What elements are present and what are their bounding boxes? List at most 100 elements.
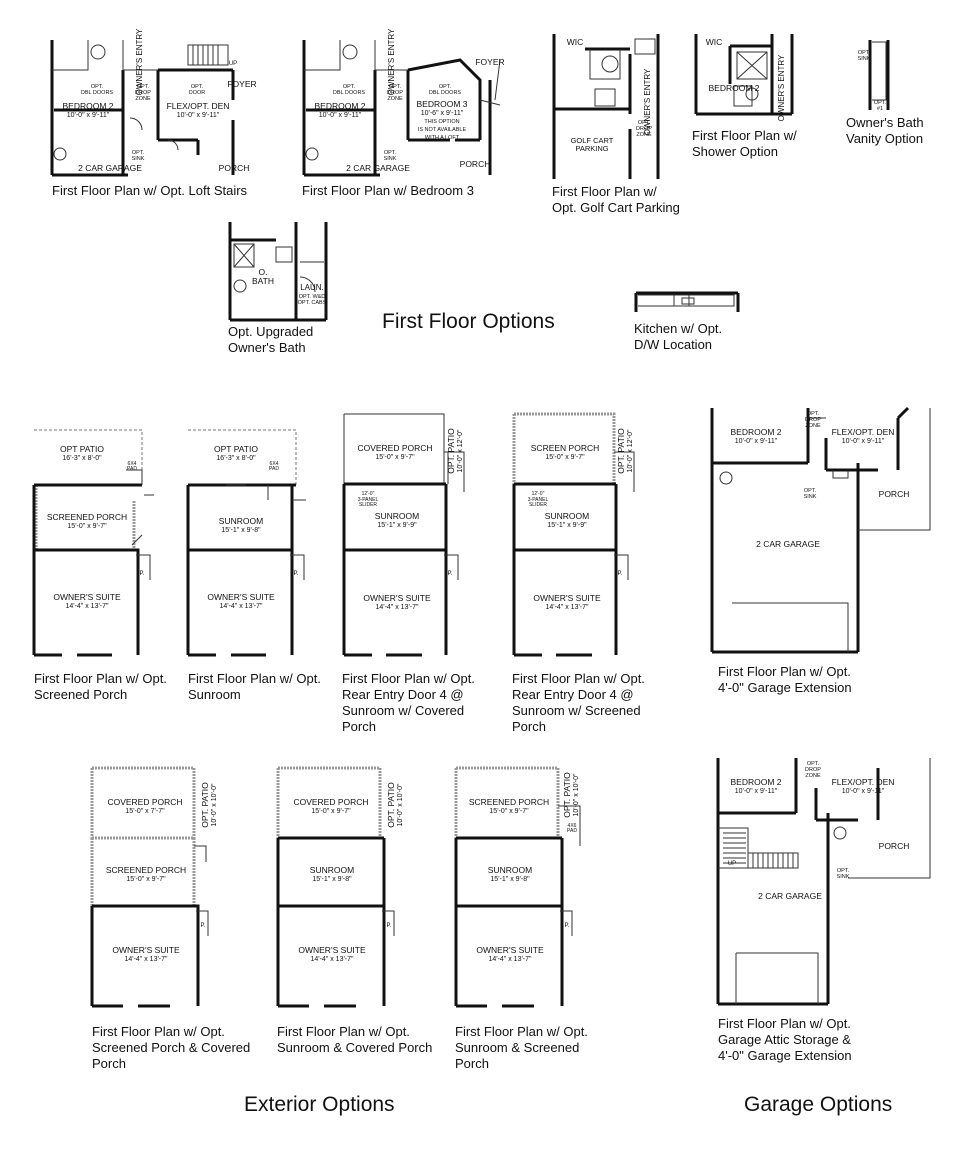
caption-garage-attic: First Floor Plan w/ Opt.Garage Attic Sto… bbox=[718, 1016, 852, 1063]
room-label: LAUN. bbox=[300, 283, 324, 292]
room-label: OPT.SINK bbox=[131, 150, 145, 162]
vanity-drawing bbox=[868, 40, 890, 110]
room-label: OPT.DBL DOORS bbox=[80, 84, 114, 96]
garage-ext-drawing bbox=[710, 406, 931, 654]
room-label: OPT.SINK bbox=[857, 50, 871, 62]
screened-porch-drawing bbox=[32, 429, 154, 657]
rear-covered-drawing bbox=[342, 413, 465, 657]
room-label: FOYER bbox=[227, 79, 257, 89]
room-label: OPT.#1 bbox=[873, 100, 887, 112]
room-label: PORCH bbox=[878, 489, 910, 499]
room-label: OPT.SINK bbox=[803, 488, 817, 500]
room-label: P. bbox=[564, 923, 570, 929]
caption-sr-sp: First Floor Plan w/ Opt.Sunroom & Screen… bbox=[455, 1024, 588, 1071]
caption-bedroom3: First Floor Plan w/ Bedroom 3 bbox=[302, 183, 474, 198]
plan-kitchen-dw bbox=[634, 291, 740, 314]
sr-sp-drawing bbox=[454, 766, 581, 1008]
room-label: OWNER'S ENTRY bbox=[777, 54, 786, 122]
plan-vanity: OPT.SINK OPT.#1 bbox=[850, 40, 900, 115]
caption-rear-screened: First Floor Plan w/ Opt.Rear Entry Door … bbox=[512, 671, 645, 734]
caption-sunroom: First Floor Plan w/ Opt.Sunroom bbox=[188, 671, 321, 702]
room-label: PORCH bbox=[459, 159, 491, 169]
room-label: OPT.DBL DOORS bbox=[332, 84, 366, 96]
caption-kitchen-dw: Kitchen w/ Opt.D/W Location bbox=[634, 321, 723, 352]
room-label: OPT.SINK bbox=[836, 868, 850, 880]
upgraded-bath-drawing bbox=[228, 222, 328, 322]
rear-screened-drawing bbox=[512, 412, 635, 657]
room-label: 2 CAR GARAGE bbox=[78, 163, 142, 173]
shower-drawing bbox=[694, 34, 794, 116]
room-label: UP bbox=[727, 861, 737, 867]
room-label: FOYER bbox=[475, 57, 505, 67]
section-title-garage: Garage Options bbox=[744, 1093, 893, 1116]
caption-rear-covered: First Floor Plan w/ Opt.Rear Entry Door … bbox=[342, 671, 475, 734]
room-label: O.BATH bbox=[251, 267, 275, 286]
plan-shower: WIC BEDROOM 2 OWNER'S ENTRY bbox=[692, 34, 807, 124]
room-label: PORCH bbox=[218, 163, 250, 173]
sp-cp-drawing bbox=[90, 766, 209, 1008]
room-label: P. bbox=[386, 923, 392, 929]
caption-screened-porch: First Floor Plan w/ Opt.Screened Porch bbox=[34, 671, 167, 702]
caption-shower: First Floor Plan w/Shower Option bbox=[692, 128, 797, 159]
room-label: P. bbox=[293, 571, 299, 577]
section-title-exterior: Exterior Options bbox=[244, 1093, 395, 1116]
room-label: P. bbox=[617, 571, 623, 577]
loft-stairs-drawing bbox=[50, 40, 235, 177]
room-label: OPT.DOOR bbox=[188, 84, 206, 96]
room-label: WIC bbox=[566, 37, 584, 47]
bedroom3-drawing bbox=[302, 40, 501, 177]
room-label: UP bbox=[228, 61, 238, 67]
room-label: 2 CAR GARAGE bbox=[756, 539, 820, 549]
room-label: P. bbox=[139, 571, 145, 577]
room-label: BEDROOM 2 bbox=[708, 83, 760, 93]
room-label: WIC bbox=[705, 37, 723, 47]
sunroom-drawing bbox=[186, 429, 306, 657]
sr-cp-drawing bbox=[276, 766, 395, 1008]
room-label: PORCH bbox=[878, 841, 910, 851]
